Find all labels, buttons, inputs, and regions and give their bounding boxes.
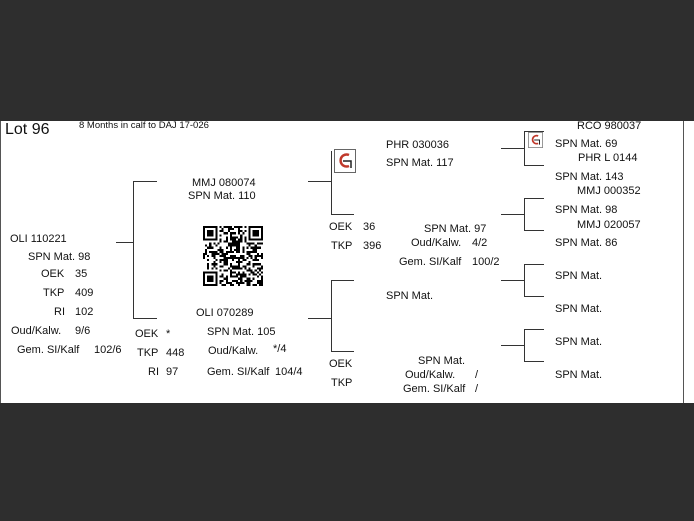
animal-oud-label: Oud/Kalw. — [11, 325, 62, 337]
bracket-dam-lower-arm — [331, 351, 354, 352]
right-border — [683, 121, 684, 403]
g4-line-6: MMJ 020057 — [577, 219, 641, 231]
dam-ri-label: RI — [148, 366, 159, 378]
sire-tkp-label: TKP — [331, 240, 353, 252]
dam-block-oek-label: OEK — [329, 358, 353, 370]
qr-code — [203, 226, 263, 286]
dam-dam-gem-value: / — [475, 383, 479, 395]
bracket-dam-arm — [133, 318, 157, 319]
animal-ri-label: RI — [54, 306, 65, 318]
bracket-g4-a-stub — [501, 148, 524, 149]
bracket-g4-c-top — [524, 264, 544, 265]
g4-line-7: SPN Mat. 86 — [555, 237, 618, 249]
dam-id: OLI 070289 — [196, 307, 254, 319]
bracket-g4-c-bottom — [524, 296, 544, 297]
g4-top-id: RCO 980037 — [577, 121, 642, 132]
dam-oud-label: Oud/Kalw. — [208, 345, 259, 357]
dam-gem-label: Gem. SI/Kalf — [207, 366, 270, 378]
bracket-g4-c-vertical — [524, 264, 525, 296]
dam-dam-oud-label: Oud/Kalw. — [405, 369, 456, 381]
sire-sire-id: PHR 030036 — [386, 139, 449, 151]
sire-oek-label: OEK — [329, 221, 353, 233]
g4-line-4: MMJ 000352 — [577, 185, 641, 197]
calf-note: 8 Months in calf to DAJ 17-026 — [79, 121, 209, 131]
bracket-sire-arm — [133, 181, 157, 182]
bracket-g4-d-vertical — [524, 329, 525, 361]
animal-tkp-value: 409 — [75, 287, 94, 299]
dam-spn: SPN Mat. 105 — [207, 326, 276, 338]
sire-sire-spn: SPN Mat. 117 — [386, 157, 454, 169]
animal-tkp-label: TKP — [43, 287, 65, 299]
animal-oek-value: 35 — [75, 268, 88, 280]
dam-dam-oud-value: / — [475, 369, 479, 381]
bracket-g4-b-stub — [501, 214, 524, 215]
breeder-logo-small-icon — [528, 132, 543, 148]
animal-gem-label: Gem. SI/Kalf — [17, 344, 80, 356]
animal-spn: SPN Mat. 98 — [28, 251, 91, 263]
bracket-g4-a-bottom — [524, 165, 544, 166]
bracket-g4-d-bottom — [524, 361, 544, 362]
bracket-g4-a-top — [524, 131, 544, 132]
animal-id: OLI 110221 — [10, 233, 67, 245]
dam-block-tkp-label: TKP — [331, 377, 353, 389]
g4-line-8: SPN Mat. — [555, 270, 603, 282]
left-border — [0, 121, 1, 403]
sire-dam-gem-value: 100/2 — [472, 256, 500, 268]
animal-oek-label: OEK — [41, 268, 65, 280]
sire-dam-oud-label: Oud/Kalw. — [411, 237, 462, 249]
dam-sire-spn: SPN Mat. — [386, 290, 434, 302]
g4-line-1: SPN Mat. 69 — [555, 138, 618, 150]
g4-line-3: SPN Mat. 143 — [555, 171, 624, 183]
pedigree-sheet: Lot 96 8 Months in calf to DAJ 17-026 OL… — [0, 121, 694, 403]
bracket-g4-d-stub — [501, 345, 524, 346]
breeder-logo-icon — [334, 149, 356, 173]
dam-dam-gem-label: Gem. SI/Kalf — [403, 383, 466, 395]
sire-spn: SPN Mat. 110 — [188, 190, 256, 202]
dam-ri-value: 97 — [166, 366, 179, 378]
bracket-g4-d-top — [524, 329, 544, 330]
dam-tkp-label: TKP — [137, 347, 159, 359]
sire-id: MMJ 080074 — [192, 177, 256, 189]
sire-dam-spn: SPN Mat. 97 — [424, 223, 487, 235]
animal-gem-value: 102/6 — [94, 344, 122, 356]
bracket-animal-vertical — [133, 181, 134, 318]
bracket-animal-stub — [116, 242, 133, 243]
g4-line-2: PHR L 0144 — [578, 152, 638, 164]
sire-dam-gem-label: Gem. SI/Kalf — [399, 256, 462, 268]
dam-gem-value: 104/4 — [275, 366, 303, 378]
sire-tkp-value: 396 — [363, 240, 382, 252]
dam-oek-label: OEK — [135, 328, 159, 340]
bracket-g4-b-top — [524, 198, 544, 199]
sire-dam-oud-value: 4/2 — [472, 237, 488, 249]
bracket-g4-c-stub — [501, 280, 524, 281]
animal-ri-value: 102 — [75, 306, 94, 318]
g4-line-10: SPN Mat. — [555, 336, 603, 348]
bracket-dam-vertical — [331, 280, 332, 351]
bracket-g4-b-vertical — [524, 198, 525, 230]
bracket-g4-b-bottom — [524, 230, 544, 231]
g4-line-5: SPN Mat. 98 — [555, 204, 618, 216]
bracket-dam-stub — [308, 318, 331, 319]
dam-dam-spn: SPN Mat. — [418, 355, 466, 367]
dam-oud-value: */4 — [273, 343, 287, 355]
lot-number: Lot 96 — [5, 121, 50, 138]
sire-oek-value: 36 — [363, 221, 376, 233]
g4-line-9: SPN Mat. — [555, 303, 603, 315]
bracket-sire-stub — [308, 181, 331, 182]
bracket-g4-a-vertical — [524, 131, 525, 165]
dam-oek-value: * — [166, 328, 171, 340]
dam-tkp-value: 448 — [166, 347, 185, 359]
bracket-sire-vertical — [331, 151, 332, 214]
animal-oud-value: 9/6 — [75, 325, 91, 337]
bracket-sire-lower-arm — [331, 214, 354, 215]
bracket-dam-upper-arm — [331, 280, 354, 281]
g4-line-11: SPN Mat. — [555, 369, 603, 381]
